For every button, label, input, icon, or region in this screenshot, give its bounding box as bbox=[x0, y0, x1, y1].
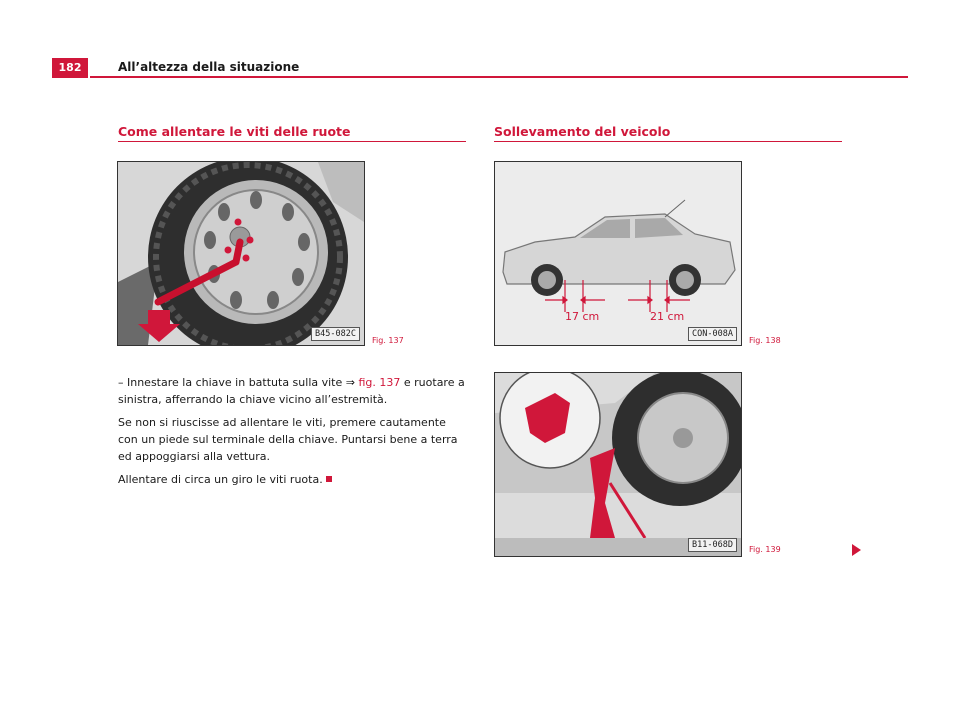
figure-code-137: B45-082C bbox=[311, 327, 360, 341]
paragraph-loosen-text: Allentare di circa un giro le viti ruota… bbox=[118, 473, 323, 486]
figure-reference-link[interactable]: fig. 137 bbox=[358, 376, 401, 389]
figure-138-jacking-points: 17 cm 21 cm CON-008A bbox=[494, 161, 742, 346]
section-rule-left bbox=[118, 141, 466, 142]
running-header: All’altezza della situazione bbox=[118, 60, 300, 74]
car-side-illustration bbox=[495, 162, 741, 345]
figure-code-138: CON-008A bbox=[688, 327, 737, 341]
instruction-lead: – Innestare la chiave in battuta sulla v… bbox=[118, 376, 359, 389]
header-rule bbox=[90, 76, 908, 78]
wheel-wrench-illustration bbox=[118, 162, 364, 345]
body-text: – Innestare la chiave in battuta sulla v… bbox=[118, 374, 468, 494]
section-end-square-icon bbox=[325, 476, 332, 482]
section-rule-right bbox=[494, 141, 842, 142]
car-jack-illustration bbox=[495, 373, 741, 556]
section-heading-lifting: Sollevamento del veicolo bbox=[494, 124, 671, 139]
paragraph-foot-tip: Se non si riuscisse ad allentare le viti… bbox=[118, 416, 458, 463]
instruction-tail: e ruotare a sinistra, afferrando la chia… bbox=[118, 376, 465, 406]
instruction-step: – Innestare la chiave in battuta sulla v… bbox=[118, 374, 468, 408]
figure-label-138: Fig. 138 bbox=[749, 336, 781, 345]
figure-137-wheel-wrench: B45-082C bbox=[117, 161, 365, 346]
dimension-front-jack-point: 17 cm bbox=[565, 310, 600, 323]
section-heading-wheel-bolts: Come allentare le viti delle ruote bbox=[118, 124, 351, 139]
paragraph-loosen-bolts: Allentare di circa un giro le viti ruota… bbox=[118, 471, 468, 488]
figure-code-139: B11-068D bbox=[688, 538, 737, 552]
page-number: 182 bbox=[52, 58, 88, 78]
figure-label-137: Fig. 137 bbox=[372, 336, 404, 345]
figure-label-139: Fig. 139 bbox=[749, 545, 781, 554]
dimension-rear-jack-point: 21 cm bbox=[650, 310, 685, 323]
continue-arrow-icon bbox=[852, 544, 861, 556]
figure-139-car-jack: B11-068D bbox=[494, 372, 742, 557]
